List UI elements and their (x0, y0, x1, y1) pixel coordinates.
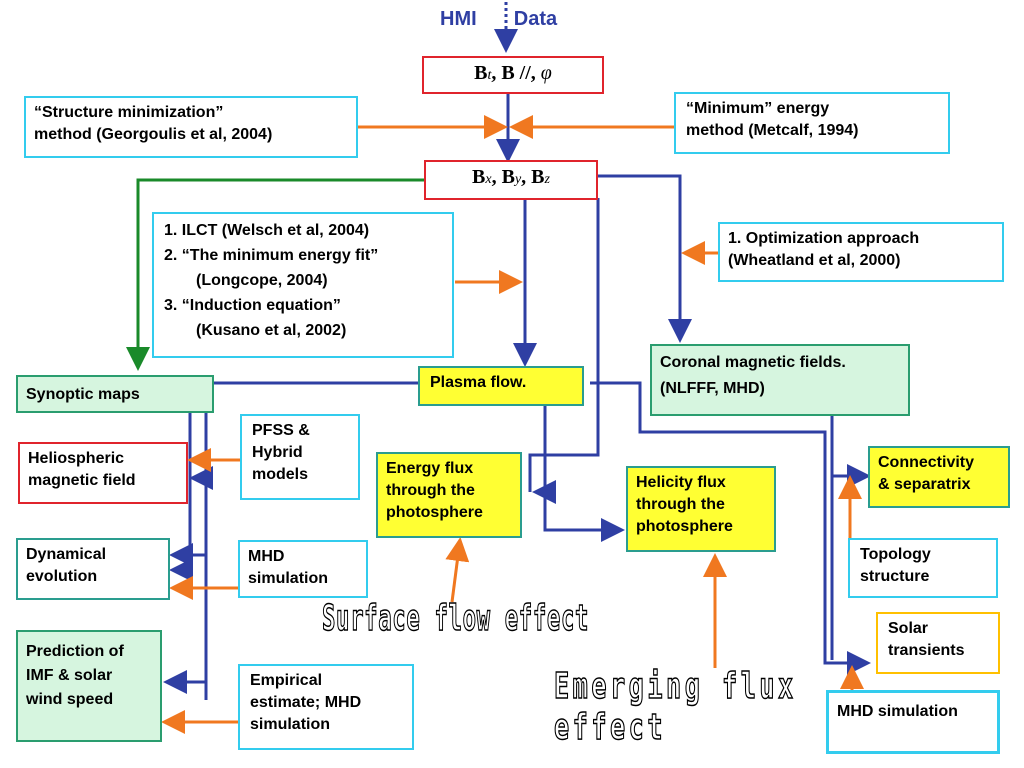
structure-min-box: “Structure minimization”method (Georgoul… (24, 96, 358, 158)
bxyz-box: Bx, By, Bz (424, 160, 598, 200)
hmi-data-title: HMI Data (440, 8, 557, 31)
coronal-fields-box: Coronal magnetic fields.(NLFFF, MHD) (650, 344, 910, 416)
synoptic-maps-box: Synoptic maps (16, 375, 214, 413)
surface-flow-effect-label: Surface flow effect (322, 597, 590, 640)
arrow-to-coronal (598, 174, 692, 343)
emerging-flux-effect-label: Emerging flux effect (553, 665, 797, 749)
plasma-flow-box: Plasma flow. (418, 366, 584, 406)
arrow-to-energy (528, 198, 600, 492)
arrow-to-helicity (543, 406, 625, 542)
arrow-surface (445, 537, 470, 603)
title-hmi: HMI (440, 8, 477, 30)
arrow-to-synoptic (126, 178, 424, 371)
mhd-simulation-2-box: MHD simulation (826, 690, 1000, 754)
title-data: Data (513, 8, 558, 30)
ilct-item-3: 3. “Induction equation”(Kusano et al, 20… (164, 297, 347, 339)
ilct-box: 1. ILCT (Welsch et al, 2004) 2. “The min… (152, 212, 454, 358)
connectivity-box: Connectivity& separatrix (868, 446, 1010, 508)
b-t-box: Bt, B //, φ (422, 56, 604, 94)
plasma-right-line (590, 381, 871, 675)
ilct-item-1: 1. ILCT (Welsch et al, 2004) (164, 222, 370, 239)
ilct-item-2: 2. “The minimum energy fit”(Longcope, 20… (164, 247, 379, 289)
optimization-box: 1. Optimization approach(Wheatland et al… (718, 222, 1004, 282)
